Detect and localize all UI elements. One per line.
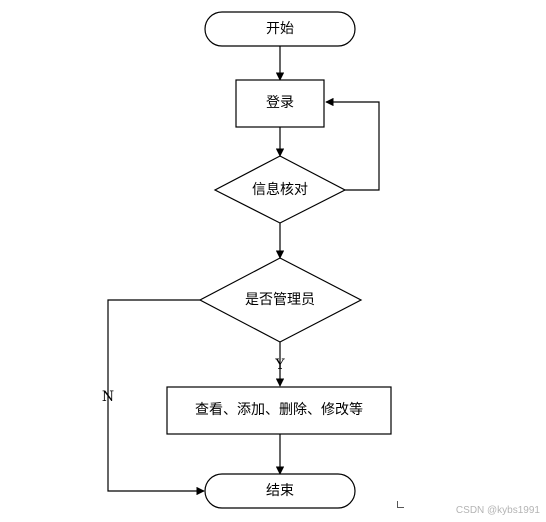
is-admin-label: 是否管理员 [245, 292, 315, 308]
actions-label: 查看、添加、删除、修改等 [195, 401, 363, 418]
edge-verify-to-login [325, 97, 380, 191]
yes-branch-label: Y [274, 357, 285, 373]
watermark: CSDN @kybs1991 [455, 505, 540, 516]
verify-decision-shape [213, 155, 347, 224]
start-label: 开始 [266, 21, 294, 37]
end-label: 结束 [266, 483, 294, 499]
edge-is-admin-to-end [107, 299, 205, 496]
corner-mark [397, 501, 404, 508]
verify-label: 信息核对 [252, 181, 308, 198]
actions-process-shape [166, 386, 392, 435]
end-terminal-shape [204, 473, 356, 509]
no-branch-label: N [102, 389, 114, 405]
start-terminal-shape [204, 11, 356, 47]
login-process-shape [235, 79, 325, 128]
is-admin-decision-shape [198, 257, 363, 343]
login-label: 登录 [266, 95, 294, 111]
